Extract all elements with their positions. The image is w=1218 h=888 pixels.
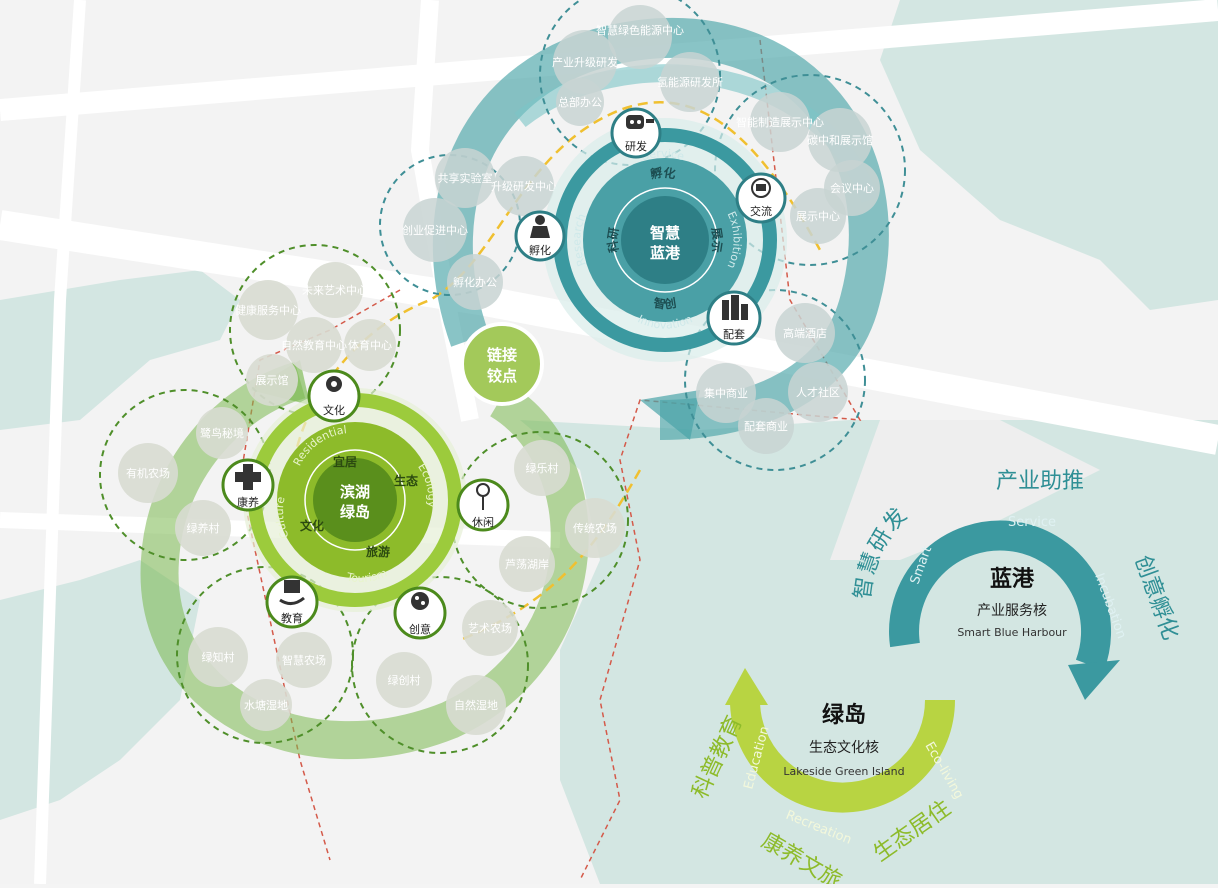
bubble-label: 配套商业 [744,419,788,433]
bubble-label: 碳中和展示馆 [807,133,873,147]
bubble-label: 智慧绿色能源中心 [596,23,684,37]
bubble-label: 健康服务中心 [235,303,301,317]
bubble-label: 高端酒店 [783,326,827,340]
bubble-label: 人才社区 [796,385,840,399]
harbour-node-incubate: 孵化 [514,210,566,262]
node-label: 休闲 [472,515,494,529]
node-label: 孵化 [529,243,551,257]
island-core-title-1: 滨湖 [340,483,370,501]
head-gear-icon [326,376,342,392]
link-point-label-2: 铰点 [487,367,517,385]
bubble-label: 自然湿地 [454,698,498,712]
node-label: 教育 [281,611,303,625]
harbour-node-exchange: 交流 [735,172,787,224]
bubble-label: 自然教育中心 [281,338,347,352]
legend-island-en: Lakeside Green Island [783,765,904,778]
bubble-label: 升级研发中心 [491,179,557,193]
bubble-label: 展示馆 [256,373,289,387]
bubble-label: 绿创村 [388,673,421,687]
node-label: 交流 [750,204,772,218]
island-core: 滨湖 绿岛 宜居 生态 旅游 文化 Residential Ecology To… [243,388,467,612]
legend-island-title: 绿岛 [822,702,866,728]
bubble-label: 传统农场 [573,521,617,535]
node-label: 配套 [723,328,745,341]
harbour-core: 智慧 蓝港 孵化 展示 智创 科研 Service Exhibition Inn… [543,118,787,362]
island-node-leisure: 休闲 [456,478,510,532]
robot-icon [626,115,654,129]
island-bubbles [118,262,625,735]
node-label: 研发 [625,139,647,153]
island-core-title-2: 绿岛 [340,503,370,521]
bubble-label: 水塘湿地 [244,698,288,712]
flower-icon [476,483,490,510]
node-label: 文化 [323,403,345,417]
palette-icon [411,592,429,610]
bubble-label: 智能制造展示中心 [736,115,824,129]
bubble-label: 产业升级研发 [552,55,618,69]
bubble-label: 体育中心 [348,338,392,352]
bubble-label: 未来艺术中心 [302,284,368,297]
buildings-icon [722,295,748,320]
bubble-label: 展示中心 [796,210,840,223]
node-label: 创意 [409,622,431,636]
legend-harbour-title: 蓝港 [990,567,1035,592]
bubble-label: 会议中心 [830,182,874,195]
bubble-label: 绿养村 [187,521,220,535]
bubble-label: 绿知村 [202,650,235,664]
legend-island-subtitle: 生态文化核 [809,740,879,756]
island-ring-cn-ecology: 生态 [394,473,418,488]
island-bubble-labels: 未来艺术中心 健康服务中心 自然教育中心 体育中心 展示馆 鹭鸟秘境 有机农场 … [126,284,617,712]
harbour-core-title-2: 蓝港 [650,244,681,262]
bubble-label: 氢能源研发所 [657,75,723,89]
island-node-culture: 文化 [307,369,361,423]
harbour-ring-cn-innovation: 智创 [652,295,678,312]
legend-harbour-subtitle: 产业服务核 [977,603,1047,619]
bubble-label: 智慧农场 [282,653,326,667]
legend-harbour-arc-cn-2: 产业助推 [996,469,1084,494]
harbour-bubble-labels: 智慧绿色能源中心 产业升级研发 氢能源研发所 总部办公 智能制造展示中心 碳中和… [402,23,874,433]
island-node-health: 康养 [221,458,275,512]
node-label: 康养 [237,495,259,509]
harbour-ring-en-research: Research [570,212,588,268]
businessman-icon [530,215,550,238]
link-point-label-1: 链接 [487,346,517,364]
island-node-creative: 创意 [393,586,447,640]
harbour-node-research: 研发 [610,107,662,159]
legend-harbour-en: Smart Blue Harbour [957,626,1067,639]
legend-harbour-arc-en-2: Service [1008,515,1056,530]
harbour-core-title-1: 智慧 [650,224,680,242]
bubble-label: 艺术农场 [468,621,512,635]
meeting-icon [751,178,771,198]
harbour-bubbles [403,5,880,454]
bubble-label: 集中商业 [704,386,748,400]
island-ring-cn-culture: 文化 [300,518,324,533]
cross-icon [235,464,261,490]
harbour-ring-en-innovation: Innovation [636,312,695,331]
bubble-label: 孵化办公 [453,275,497,289]
bubble-label: 有机农场 [126,466,170,480]
bubble-label: 总部办公 [558,95,602,109]
bubble-label: 共享实验室 [438,171,493,185]
hand-building-icon [279,580,305,605]
bubble-label: 绿乐村 [526,461,559,475]
bubble-label: 鹭鸟秘境 [200,426,244,440]
island-ring-cn-residential: 宜居 [333,454,357,469]
bubble-label: 芦荡湖岸 [505,558,549,571]
harbour-node-support: 配套 [706,290,762,346]
island-ring-cn-tourism: 旅游 [366,544,390,559]
island-node-education: 教育 [265,575,319,629]
bubble-label: 创业促进中心 [402,223,468,237]
link-point: 链接 铰点 [460,322,544,406]
